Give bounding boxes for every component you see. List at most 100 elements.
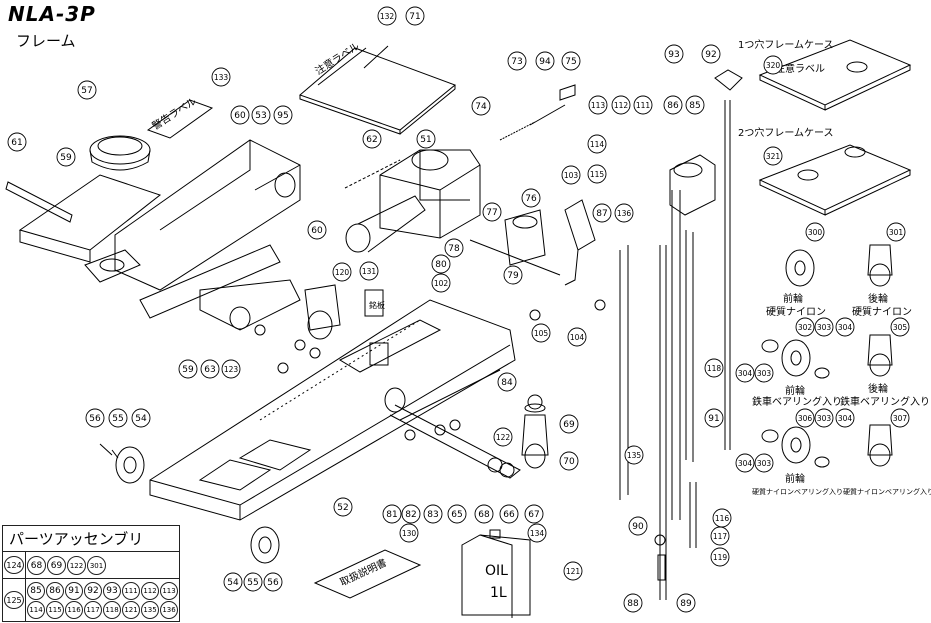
assembly-item: 86 [46,582,64,600]
callout-305: 305 [890,317,910,337]
wheel301-line1: 後輪 [868,292,888,305]
callout-number: 89 [680,599,692,609]
callout-circle [592,203,612,223]
callout-number: 61 [11,138,22,148]
callout-number: 53 [255,111,266,121]
callout-circle [611,95,631,115]
foot-pedal [564,199,596,286]
assembly-item: 113 [160,582,178,600]
callout-circle [503,265,523,285]
assembly-item: 93 [103,582,121,600]
callout-circle [805,222,825,242]
callout-circle [273,105,293,125]
callout-60: 60 [230,105,250,125]
callout-circle [507,51,527,71]
callout-303: 303 [814,408,834,428]
callout-number: 54 [227,578,239,588]
wheel306-line2: 硬質ナイロンベアリング入り [752,487,843,496]
callout-number: 81 [386,510,397,520]
callout-circle [563,561,583,581]
callout-circle [814,408,834,428]
callout-111: 111 [633,95,653,115]
callout-number: 304 [838,323,853,332]
callout-circle [531,323,551,343]
callout-number: 51 [420,135,431,145]
assembly-item: 122 [67,556,86,575]
callout-123: 123 [221,359,241,379]
caution-label-text: 注意ラベル [313,39,362,77]
callout-number: 55 [247,578,258,588]
callout-102: 102 [431,273,451,293]
callout-85: 85 [685,95,705,115]
callout-circle [676,593,696,613]
callout-114: 114 [587,134,607,154]
callout-circle [362,129,382,149]
callout-circle [567,327,587,347]
callout-circle [633,95,653,115]
callout-116: 116 [712,508,732,528]
callout-circle [587,134,607,154]
nameplate-text: 銘板 [369,300,385,310]
callout-118: 118 [704,358,724,378]
callout-number: 118 [707,364,722,373]
callout-number: 83 [427,510,438,520]
callout-circle [890,408,910,428]
caution-label-sheet [299,47,456,135]
callout-circle [399,523,419,543]
callout-circle [431,254,451,274]
callout-303: 303 [754,363,774,383]
callout-circle [251,105,271,125]
callout-number: 77 [486,208,497,218]
wheel300-line1: 前輪 [783,292,803,305]
assembly-key: 125 [3,579,26,621]
wheel306-line1: 前輪 [785,472,805,485]
callout-number: 305 [893,323,908,332]
callout-105: 105 [531,323,551,343]
callout-304: 304 [835,408,855,428]
callout-number: 88 [627,599,639,609]
warning-label-text: 警告ラベル [150,94,199,132]
callout-78: 78 [444,238,464,258]
callout-circle [405,6,425,26]
oil-volume-text: 1L [490,585,507,601]
callout-320: 320 [763,55,783,75]
callout-number: 84 [501,378,513,388]
callout-number: 94 [539,57,551,67]
callout-circle [401,504,421,524]
callout-59: 59 [56,147,76,167]
callout-circle [521,188,541,208]
assembly-heading: パーツアッセンブリ [3,526,179,552]
callout-circle [587,164,607,184]
assembly-item: 114 [27,601,45,619]
callout-63: 63 [200,359,220,379]
callout-number: 60 [311,226,323,236]
assembly-item: 135 [141,601,159,619]
callout-130: 130 [399,523,419,543]
callout-circle [754,453,774,473]
callout-circle [701,44,721,64]
callout-number: 86 [667,101,679,111]
assembly-key: 124 [3,552,26,578]
callout-number: 65 [451,510,462,520]
callout-number: 93 [668,50,679,60]
callout-number: 304 [738,369,753,378]
callout-number: 69 [563,420,575,430]
callout-68: 68 [474,504,494,524]
callout-circle [710,547,730,567]
callout-circle [497,372,517,392]
callout-79: 79 [503,265,523,285]
callout-87: 87 [592,203,612,223]
callout-circle [535,51,555,71]
callout-70: 70 [559,451,579,471]
callout-number: 134 [530,529,545,538]
callout-53: 53 [251,105,271,125]
callout-number: 303 [817,414,832,423]
callout-number: 59 [182,365,194,375]
callout-circle [628,516,648,536]
callout-number: 307 [893,414,908,423]
callout-number: 321 [766,152,781,161]
callout-88: 88 [623,593,643,613]
callout-number: 104 [570,333,585,342]
callout-number: 302 [798,323,813,332]
